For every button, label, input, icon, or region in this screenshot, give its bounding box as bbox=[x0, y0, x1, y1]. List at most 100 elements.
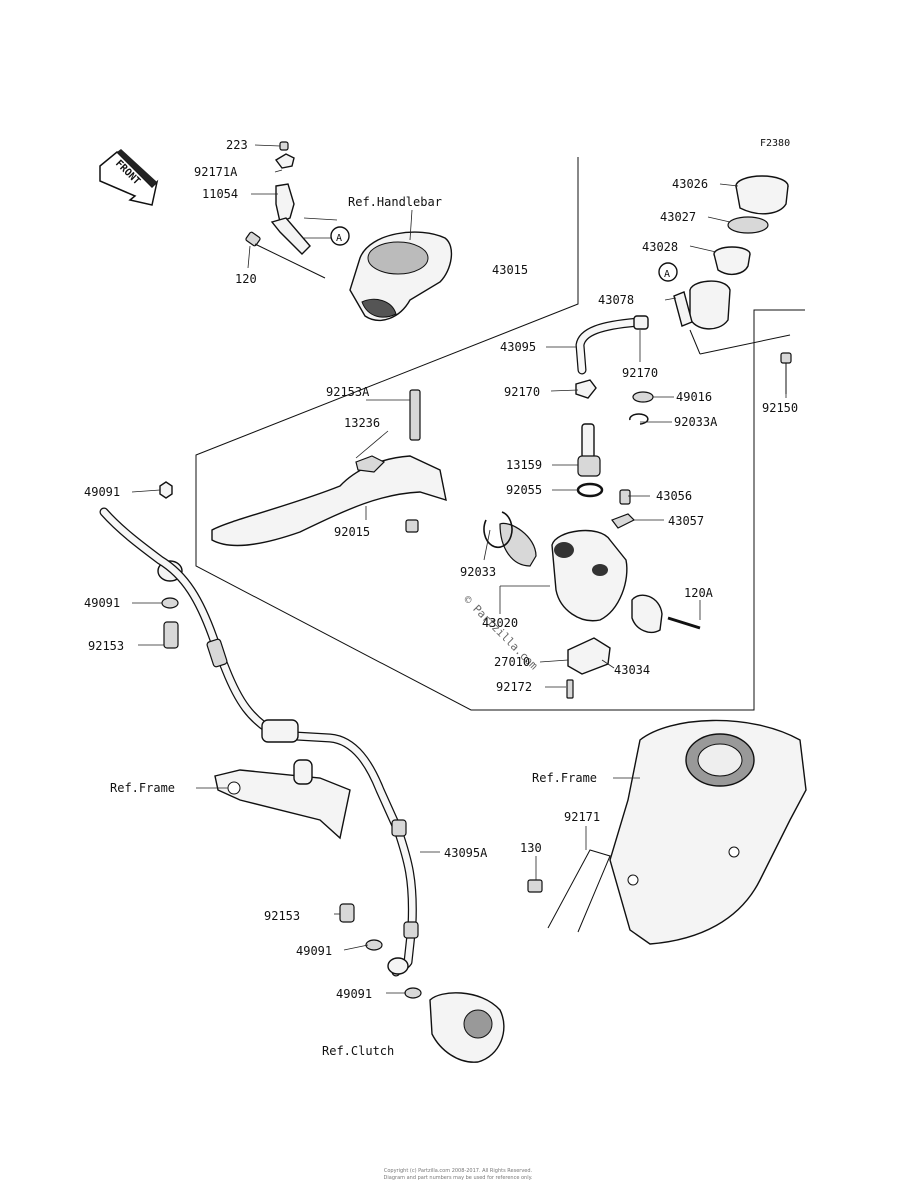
plate-43027 bbox=[727, 216, 769, 234]
pivot-13236 bbox=[355, 455, 386, 473]
washer-49091-mid bbox=[161, 597, 179, 609]
washer-49091-lower-2 bbox=[404, 987, 422, 999]
circlip-92033 bbox=[483, 511, 513, 549]
screw-223 bbox=[279, 141, 289, 151]
banjo-lower bbox=[387, 957, 409, 975]
frame-left bbox=[214, 759, 351, 840]
bolt-120-shaft bbox=[254, 243, 326, 279]
frame-right bbox=[609, 719, 807, 945]
washer-49016 bbox=[632, 391, 654, 403]
label-ref-frame-right: Ref.Frame bbox=[532, 771, 597, 785]
label-43078: 43078 bbox=[598, 293, 634, 307]
bolt-92150 bbox=[780, 352, 792, 394]
label-43057: 43057 bbox=[668, 514, 704, 528]
switch-27010 bbox=[567, 637, 611, 675]
leaders bbox=[131, 144, 787, 994]
nut-lever bbox=[405, 519, 419, 533]
label-43056: 43056 bbox=[656, 489, 692, 503]
label-ref-handlebar: Ref.Handlebar bbox=[348, 195, 442, 209]
label-120A: 120A bbox=[684, 586, 714, 600]
figure-code: F2380 bbox=[760, 138, 790, 149]
bolt-92153A bbox=[409, 389, 421, 441]
label-92172: 92172 bbox=[496, 680, 532, 694]
label-92170-right: 92170 bbox=[622, 366, 658, 380]
part-labels: 223 92171A 11054 120 Ref.Handlebar 43015… bbox=[84, 138, 798, 1058]
bolt-92153-lower bbox=[339, 903, 355, 923]
label-43015: 43015 bbox=[492, 263, 528, 277]
clutch-slave bbox=[339, 903, 505, 1063]
label-92033: 92033 bbox=[460, 565, 496, 579]
label-92150: 92150 bbox=[762, 401, 798, 415]
circlip-92033A bbox=[629, 413, 649, 425]
label-92153A: 92153A bbox=[326, 385, 370, 399]
callout-a-circle-2 bbox=[658, 262, 678, 282]
bracket-group: A bbox=[245, 141, 350, 279]
clamp-92171-outline bbox=[547, 849, 611, 933]
label-43095A: 43095A bbox=[444, 846, 488, 860]
bolt-130 bbox=[527, 879, 543, 893]
footer-line-2: Diagram and part numbers may be used for… bbox=[384, 1175, 533, 1181]
piston-assy bbox=[499, 522, 537, 567]
handlebar-housing bbox=[349, 231, 453, 321]
reservoir-line bbox=[699, 334, 791, 355]
label-49091-top: 49091 bbox=[84, 485, 120, 499]
callout-a-2: A bbox=[664, 269, 670, 280]
reservoir-leader bbox=[689, 329, 701, 355]
clamp-92170 bbox=[575, 379, 597, 399]
label-92170-left: 92170 bbox=[504, 385, 540, 399]
clamp-92171A bbox=[274, 153, 295, 169]
label-43095: 43095 bbox=[500, 340, 536, 354]
label-92055: 92055 bbox=[506, 483, 542, 497]
footer-line-1: Copyright (c) Partzilla.com 2008-2017. A… bbox=[384, 1168, 533, 1174]
leader-a bbox=[303, 217, 338, 221]
master-cylinder-43020 bbox=[483, 511, 628, 622]
label-120: 120 bbox=[235, 272, 257, 286]
label-27010: 27010 bbox=[494, 655, 530, 669]
label-43026: 43026 bbox=[672, 177, 708, 191]
label-ref-frame-left: Ref.Frame bbox=[110, 781, 175, 795]
assembly-43015-outline bbox=[195, 157, 805, 711]
label-92153-lower: 92153 bbox=[264, 909, 300, 923]
hose-43095 bbox=[575, 315, 649, 375]
reservoir-43078 bbox=[689, 280, 731, 330]
oring-92055 bbox=[576, 482, 604, 498]
label-49016: 49016 bbox=[676, 390, 712, 404]
label-49091-lower-1: 49091 bbox=[296, 944, 332, 958]
label-92171: 92171 bbox=[564, 810, 600, 824]
front-arrow-icon: FRONT bbox=[99, 149, 159, 206]
label-49091-lower-2: 49091 bbox=[336, 987, 372, 1001]
reservoir-bracket bbox=[673, 291, 693, 327]
holder-43034 bbox=[631, 594, 663, 634]
label-43027: 43027 bbox=[660, 210, 696, 224]
label-223: 223 bbox=[226, 138, 248, 152]
bracket-arm bbox=[270, 217, 311, 255]
callout-a-circle-1 bbox=[330, 226, 350, 246]
label-13159: 13159 bbox=[506, 458, 542, 472]
fitting-13159 bbox=[577, 423, 601, 477]
label-11054: 11054 bbox=[202, 187, 238, 201]
bleeder-43056 bbox=[619, 489, 631, 505]
screw-92172 bbox=[566, 679, 574, 699]
label-92153-left: 92153 bbox=[88, 639, 124, 653]
cap-43026 bbox=[735, 185, 789, 215]
label-49091-mid: 49091 bbox=[84, 596, 120, 610]
label-43034: 43034 bbox=[614, 663, 650, 677]
bolt-120A bbox=[667, 616, 701, 630]
cap-43057 bbox=[611, 513, 636, 529]
label-13236: 13236 bbox=[344, 416, 380, 430]
label-92171A: 92171A bbox=[194, 165, 238, 179]
lever-92015 bbox=[211, 389, 447, 547]
diaphragm-43028 bbox=[713, 253, 751, 276]
label-92033A: 92033A bbox=[674, 415, 718, 429]
washer-49091-top bbox=[159, 481, 173, 499]
washer-49091-lower-1 bbox=[365, 939, 383, 951]
label-92015: 92015 bbox=[334, 525, 370, 539]
bolt-120-head bbox=[245, 231, 261, 247]
label-43020: 43020 bbox=[482, 616, 518, 630]
callout-a-1: A bbox=[336, 233, 342, 244]
label-130: 130 bbox=[520, 841, 542, 855]
label-ref-clutch: Ref.Clutch bbox=[322, 1044, 394, 1058]
label-43028: 43028 bbox=[642, 240, 678, 254]
